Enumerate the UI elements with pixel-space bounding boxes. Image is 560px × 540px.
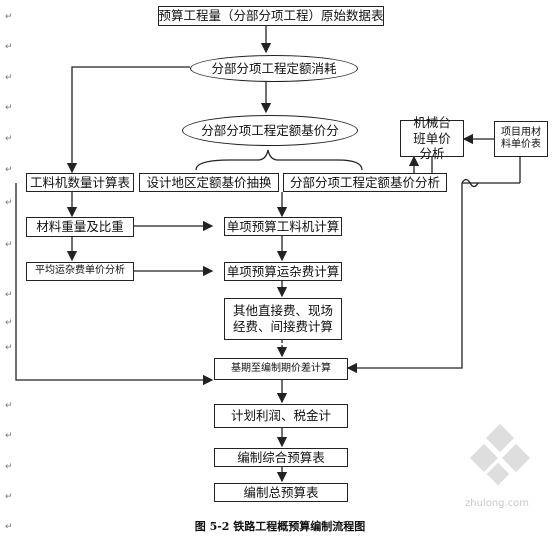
paragraph-mark: ↵ xyxy=(5,492,13,502)
arrow-left-to-diff xyxy=(15,183,214,386)
paragraph-mark: ↵ xyxy=(5,290,13,300)
node-quota-base-analysis: 分部分项工程定额基价分析 xyxy=(283,173,447,192)
arrow-consumption-to-labor xyxy=(66,66,190,174)
paragraph-mark: ↵ xyxy=(5,343,13,353)
arrow-right-to-diff xyxy=(346,183,463,374)
watermark-logo xyxy=(469,423,531,486)
node-material-weight: 材料重量及比重 xyxy=(26,217,134,237)
paragraph-mark: ↵ xyxy=(5,134,13,144)
line-crossover xyxy=(461,178,479,188)
node-avg-transport-analysis: 平均运杂费单价分析 xyxy=(26,262,134,281)
node-profit-tax: 计划利润、税金计 xyxy=(214,404,348,428)
paragraph-mark: ↵ xyxy=(5,431,13,441)
paragraph-mark: ↵ xyxy=(5,73,13,83)
node-base-to-compile-diff: 基期至编制期价差计算 xyxy=(214,358,348,380)
node-material-price: 项目用材料单价表 xyxy=(494,121,548,157)
brace-connector xyxy=(195,149,363,171)
paragraph-mark: ↵ xyxy=(5,165,13,175)
node-total-budget: 编制总预算表 xyxy=(214,483,348,502)
node-unit-labor-calc: 单项预算工料机计算 xyxy=(224,217,342,236)
node-quota-consumption: 分部分项工程定额消耗 xyxy=(190,55,358,82)
node-labor-quantity: 工料机数量计算表 xyxy=(26,173,134,192)
paragraph-mark: ↵ xyxy=(5,103,13,113)
watermark-text: zhulong.com xyxy=(465,498,530,509)
node-original-data: 预算工程量（分部分项工程）原始数据表 xyxy=(158,6,384,26)
paragraph-mark: ↵ xyxy=(5,240,13,250)
paragraph-mark: ↵ xyxy=(5,318,13,328)
node-machine-shift-price: 机械台班单价分析 xyxy=(400,115,464,161)
node-unit-transport-calc: 单项预算运杂费计算 xyxy=(224,262,342,281)
paragraph-mark: ↵ xyxy=(5,462,13,472)
node-quota-base-price: 分部分项工程定额基价分 xyxy=(182,115,358,146)
node-comprehensive-budget: 编制综合预算表 xyxy=(214,448,348,467)
paragraph-mark: ↵ xyxy=(5,198,13,208)
paragraph-mark: ↵ xyxy=(5,522,13,532)
paragraph-mark: ↵ xyxy=(5,42,13,52)
node-other-fees-calc: 其他直接费、现场经费、间接费计算 xyxy=(224,298,342,340)
node-design-area-sampling: 设计地区定额基价抽换 xyxy=(139,173,279,192)
figure-caption: 图 5-2 铁路工程概预算编制流程图 xyxy=(194,520,366,533)
paragraph-mark: ↵ xyxy=(5,401,13,411)
paragraph-mark: ↵ xyxy=(5,12,13,22)
